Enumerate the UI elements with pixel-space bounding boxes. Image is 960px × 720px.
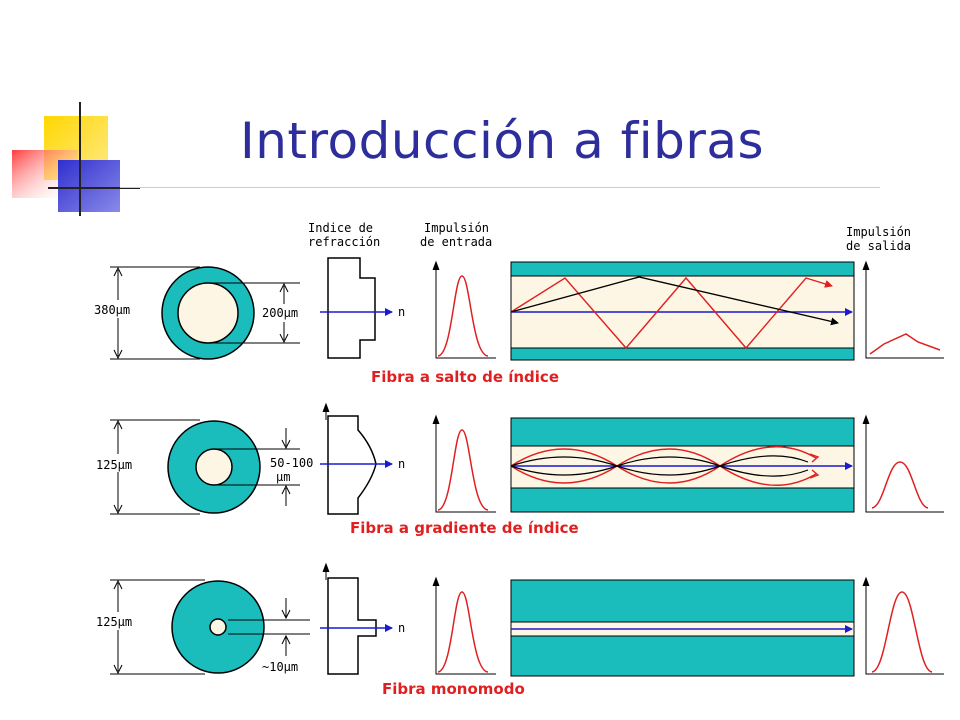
fiber-row-single-mode: 125µm ~10µm n Fibra monomodo bbox=[96, 562, 944, 698]
ray-zigzag bbox=[510, 276, 833, 350]
fiber-cladding-bottom bbox=[510, 347, 855, 361]
index-profile-graded bbox=[327, 415, 377, 515]
core-circle bbox=[177, 282, 239, 344]
caption-single-mode: Fibra monomodo bbox=[382, 680, 525, 698]
header-index-line2: refracción bbox=[308, 235, 380, 249]
ray-graded-inner bbox=[510, 455, 809, 477]
core-circle bbox=[209, 618, 227, 636]
index-profile-single bbox=[327, 577, 377, 675]
fiber-core bbox=[510, 445, 855, 489]
blue-square bbox=[58, 160, 120, 212]
fiber-cladding-top bbox=[510, 579, 855, 623]
core-circle bbox=[195, 448, 233, 486]
fiber-row-graded-index: 125µm 50-100 µm n Fibra a gradiente de í… bbox=[96, 402, 944, 537]
header-output-line2: de salida bbox=[846, 239, 911, 253]
index-axis-label: n bbox=[398, 621, 405, 635]
index-axis-label: n bbox=[398, 305, 405, 319]
output-pulse bbox=[871, 461, 929, 509]
fiber-row-step-index: 380µm 200µm n Fibra a salto de índice bbox=[94, 257, 944, 386]
core-diameter-label-line1: 50-100 bbox=[270, 456, 313, 470]
output-pulse bbox=[869, 333, 941, 355]
header-input-line2: de entrada bbox=[420, 235, 492, 249]
core-diameter-label-line2: µm bbox=[276, 470, 290, 484]
outer-diameter-label: 125µm bbox=[96, 615, 132, 629]
core-diameter-label: 200µm bbox=[262, 306, 298, 320]
slide-title: Introducción a fibras bbox=[240, 112, 765, 170]
caption-graded-index: Fibra a gradiente de índice bbox=[350, 519, 579, 537]
output-pulse bbox=[871, 591, 933, 673]
fiber-cladding-top bbox=[510, 261, 855, 277]
core-diameter-label: ~10µm bbox=[262, 660, 298, 674]
input-pulse bbox=[437, 429, 489, 511]
header-index-line1: Indice de bbox=[308, 221, 373, 235]
decorative-corner-graphic bbox=[12, 102, 140, 216]
caption-step-index: Fibra a salto de índice bbox=[371, 368, 559, 386]
input-pulse bbox=[437, 591, 489, 673]
ray-low-angle bbox=[510, 276, 839, 326]
header-input-line1: Impulsión bbox=[424, 221, 489, 235]
outer-diameter-label: 380µm bbox=[94, 303, 130, 317]
input-pulse bbox=[437, 275, 489, 357]
index-profile-step bbox=[327, 257, 376, 359]
outer-diameter-label: 125µm bbox=[96, 458, 132, 472]
header-output-line1: Impulsión bbox=[846, 225, 911, 239]
title-underline bbox=[120, 187, 880, 188]
fiber-cladding-bottom bbox=[510, 487, 855, 513]
fiber-cladding-top bbox=[510, 417, 855, 447]
index-axis-label: n bbox=[398, 457, 405, 471]
fiber-cladding-bottom bbox=[510, 635, 855, 677]
ray-graded-outer bbox=[510, 446, 817, 486]
